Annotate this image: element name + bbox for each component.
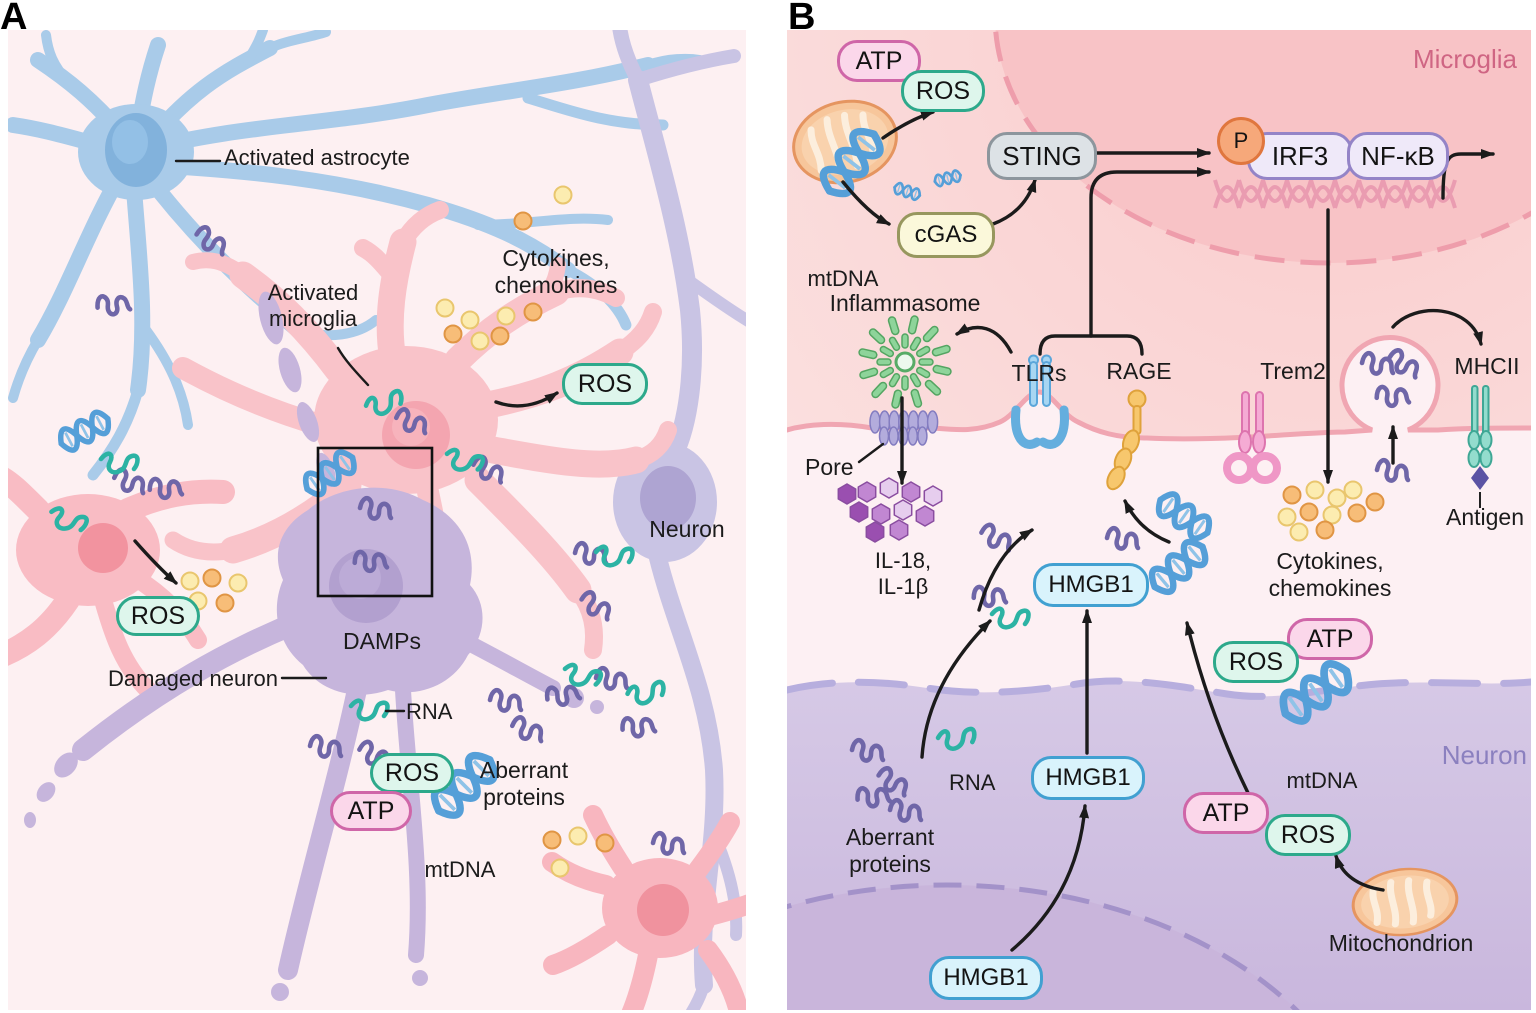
panel-a-arrows: [133, 159, 559, 713]
mitochondrion-label: Mitochondrion: [1328, 930, 1474, 956]
ros-pill: ROS: [116, 596, 200, 636]
damaged-neuron-label: Damaged neuron: [107, 666, 278, 691]
neuron-cell: [612, 30, 746, 1010]
cytokines-chemokines-label: Cytokines,chemokines: [494, 245, 618, 298]
trem2-label: Trem2: [1260, 358, 1326, 384]
rna-label: RNA: [949, 770, 996, 795]
ros-pill: ROS: [370, 753, 454, 793]
rage-receptor: [1106, 389, 1147, 491]
irf3-pill: IRF3: [1247, 132, 1353, 180]
antigen-label: Antigen: [1445, 504, 1524, 530]
ros-pill: ROS: [562, 363, 648, 405]
tlrs-label: TLRs: [1011, 360, 1067, 386]
mtdna-label: mtDNA: [424, 857, 496, 882]
mtdna-label: mtDNA: [807, 266, 879, 291]
ros-pill: ROS: [901, 70, 985, 112]
inflammasome-complex: [858, 315, 952, 409]
antigen-diamond: [1471, 466, 1489, 490]
rna-label: RNA: [406, 699, 453, 724]
atp-pill: ATP: [1287, 618, 1373, 660]
neuron-label: Neuron: [649, 516, 725, 542]
sting-pill: STING: [987, 132, 1097, 180]
gene-dna-helix: [1213, 179, 1457, 209]
cgas-pill: cGAS: [897, 212, 995, 258]
pore-channel: [869, 410, 939, 446]
atp-pill: ATP: [1183, 792, 1269, 834]
damps-label: DAMPs: [343, 628, 421, 654]
astrocyte-nucleolus: [112, 120, 148, 164]
rage-label: RAGE: [1106, 358, 1172, 384]
panel-b-pathways: Microglia ATP ROS mtDNA cGAS STING IRF3 …: [787, 30, 1531, 1010]
pore-label: Pore: [805, 454, 854, 480]
hmgb1-pill: HMGB1: [929, 956, 1043, 1000]
atp-pill: ATP: [330, 791, 412, 831]
il18-il1b-label: IL-18,IL-1β: [874, 548, 932, 599]
microglia-left-nucleus: [78, 523, 128, 573]
microglia-membrane: [787, 335, 1531, 442]
phospho-p-badge: P: [1217, 117, 1265, 165]
hmgb1-pill: HMGB1: [1031, 756, 1145, 800]
molecule-decorations: [792, 99, 1459, 937]
tlr-receptor: [1011, 354, 1069, 449]
inflammasome-label: Inflammasome: [829, 290, 981, 316]
neuron-nucleus-region: [787, 882, 1300, 1010]
neuron-region-label: Neuron: [1441, 740, 1527, 770]
cytokines-chemokines-label: Cytokines,chemokines: [1268, 548, 1392, 601]
activated-microglia-cell: [164, 201, 677, 659]
microglia-region-label: Microglia: [1412, 44, 1517, 74]
ros-pill: ROS: [1213, 641, 1299, 683]
mhcii-receptor: [1467, 385, 1493, 508]
inset-zoom-rectangle: [316, 446, 434, 598]
hmgb1-pill: HMGB1: [1033, 563, 1149, 607]
neuron-nucleus: [640, 466, 696, 530]
trem2-receptor: [1223, 391, 1281, 484]
neuron-membrane: [787, 677, 1531, 700]
microglia-bottom-nucleus: [637, 884, 689, 936]
ros-pill: ROS: [1265, 814, 1351, 856]
mtdna-label: mtDNA: [1286, 768, 1358, 793]
activated-astrocyte-label: Activated astrocyte: [224, 145, 410, 170]
mhcii-label: MHCII: [1454, 353, 1520, 379]
nfkb-pill: NF-κB: [1347, 132, 1449, 180]
